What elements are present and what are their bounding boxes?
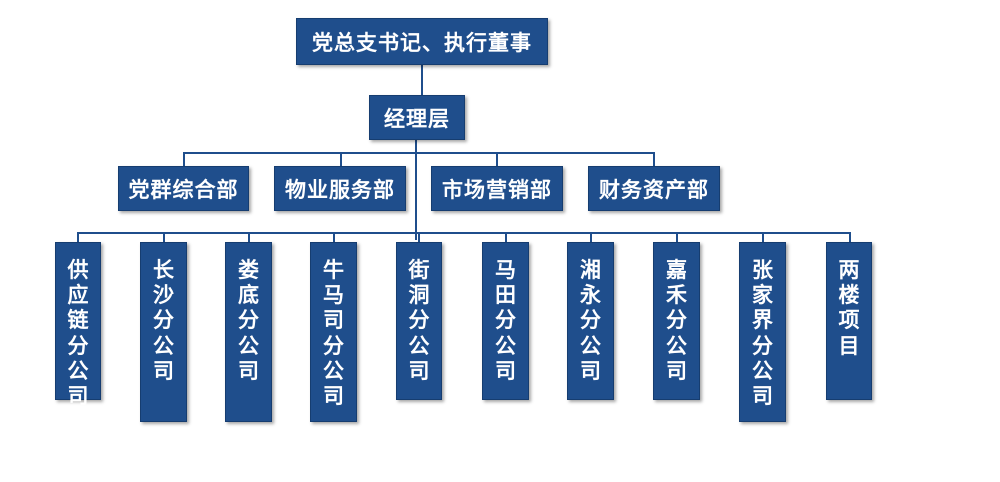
node-label: 牛马司分公司	[323, 257, 344, 409]
node-department-property-service: 物业服务部	[274, 166, 406, 211]
connector-dept-3	[496, 152, 498, 166]
node-branch-xiangyong: 湘永分公司	[567, 242, 614, 400]
node-label: 娄底分公司	[238, 257, 259, 383]
node-management: 经理层	[369, 95, 465, 140]
connector-branch-8	[676, 232, 678, 242]
node-label: 长沙分公司	[153, 257, 174, 383]
connector-branch-5	[418, 232, 420, 242]
node-branch-jiedong: 街洞分公司	[396, 242, 442, 400]
connector-dept-1	[183, 152, 185, 166]
node-label: 财务资产部	[599, 176, 709, 202]
node-label: 嘉禾分公司	[666, 257, 687, 383]
connector-branch-7	[590, 232, 592, 242]
connector-branch-2	[163, 232, 165, 242]
node-project-lianglou: 两楼项目	[826, 242, 872, 400]
node-branch-matian: 马田分公司	[482, 242, 529, 400]
connector-branch-6	[505, 232, 507, 242]
node-label: 市场营销部	[442, 176, 552, 202]
connector-branches-bar	[77, 232, 851, 234]
connector-branch-1	[77, 232, 79, 242]
connector-dept-2	[340, 152, 342, 166]
connector-branch-4	[333, 232, 335, 242]
node-branch-changsha: 长沙分公司	[140, 242, 187, 422]
connector-dept-4	[653, 152, 655, 166]
node-branch-jiahe: 嘉禾分公司	[653, 242, 700, 400]
connector-branch-3	[248, 232, 250, 242]
connector-branch-9	[762, 232, 764, 242]
connector-branch-10	[849, 232, 851, 242]
node-branch-loudi: 娄底分公司	[225, 242, 272, 422]
node-label: 街洞分公司	[408, 257, 430, 383]
node-label: 党总支书记、执行董事	[312, 29, 532, 55]
node-department-marketing: 市场营销部	[431, 166, 563, 211]
node-label: 供应链分公司	[67, 257, 89, 409]
node-department-finance-assets: 财务资产部	[588, 166, 720, 211]
node-branch-zhangjiajie: 张家界分公司	[739, 242, 786, 422]
node-department-party-admin: 党群综合部	[118, 166, 249, 211]
node-label: 马田分公司	[495, 257, 516, 383]
connector-top-manager	[421, 65, 423, 95]
connector-departments-bar	[183, 152, 655, 154]
node-label: 物业服务部	[285, 176, 395, 202]
node-label: 经理层	[384, 105, 450, 131]
node-party-secretary-director: 党总支书记、执行董事	[296, 18, 548, 65]
node-branch-niumasi: 牛马司分公司	[310, 242, 357, 422]
node-label: 两楼项目	[838, 257, 860, 358]
connector-manager-trunk	[415, 140, 417, 240]
node-branch-supply-chain: 供应链分公司	[55, 242, 101, 408]
node-label: 党群综合部	[128, 176, 239, 202]
node-label: 湘永分公司	[580, 257, 601, 383]
node-label: 张家界分公司	[752, 257, 773, 409]
